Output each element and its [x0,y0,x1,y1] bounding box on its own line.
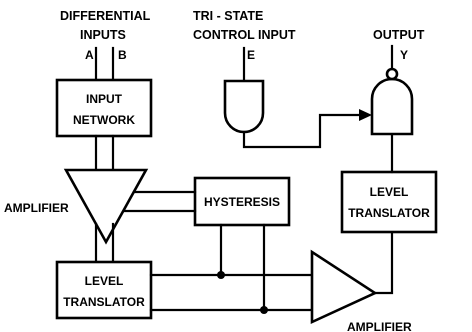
pin-b-label: B [118,48,127,62]
level-translator-left-block [55,260,153,320]
input-amplifier-symbol [63,168,149,245]
input-network-block [55,78,153,138]
pin-e-label: E [247,48,255,62]
junction-dot-upper [217,271,225,279]
output-inversion-bubble [385,67,399,81]
hysteresis-label: HYSTERESIS [204,195,280,209]
level-translator-right-label-line1: LEVEL [370,185,409,199]
junction-dot-lower [260,306,268,314]
output-amplifier-symbol [310,249,378,325]
level-translator-right-block [340,170,438,234]
amplifier-left-label: AMPLIFIER [4,201,69,215]
input-network-label-line1: INPUT [86,92,123,106]
differential-inputs-label-line1: DIFFERENTIAL [60,9,151,23]
output-label: OUTPUT [373,28,425,42]
pin-a-label: A [85,48,94,62]
differential-inputs-label-line2: INPUTS [80,28,126,42]
input-network-label-line2: NETWORK [73,113,135,127]
tristate-label-line1: TRI - STATE [193,9,263,23]
tristate-and-gate [223,79,265,134]
amp-to-right-translator-wire [373,230,394,295]
tristate-label-line2: CONTROL INPUT [193,28,296,42]
pin-y-label: Y [400,48,408,62]
and-to-nand-wire [242,113,362,149]
level-translator-left-label-line2: TRANSLATOR [63,295,145,309]
hysteresis-block [193,176,291,227]
output-nand-gate [370,77,414,136]
arrowhead [359,109,372,121]
level-translator-left-label-line1: LEVEL [85,274,124,288]
level-translator-right-label-line2: TRANSLATOR [348,206,430,220]
amplifier-bottom-label: AMPLIFIER [347,320,412,332]
